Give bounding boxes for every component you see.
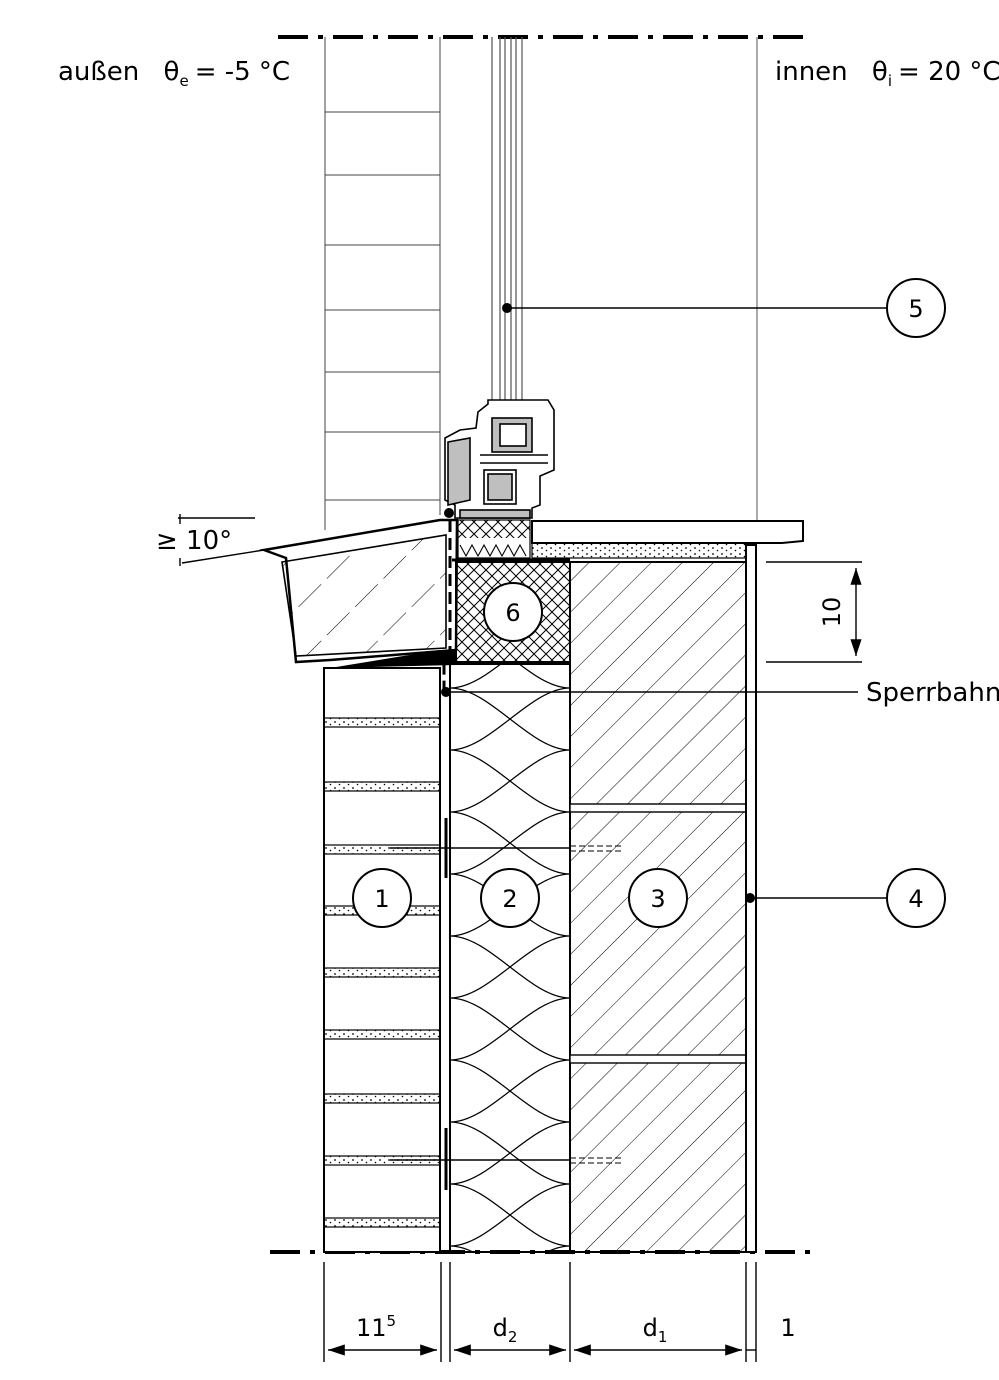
outside-symbol: θ [164, 57, 180, 87]
upper-brick-facade [324, 37, 441, 530]
height-dimension [766, 561, 862, 663]
callout-4: 4 [886, 868, 946, 928]
leader-lines [446, 307, 886, 899]
barrier-membrane [442, 520, 570, 690]
core-insulation [449, 663, 571, 1253]
callout-1: 1 [352, 868, 412, 928]
callout-5-label: 5 [908, 295, 923, 323]
angle-marker [178, 514, 265, 566]
interior-window-board [531, 520, 804, 544]
wall-ties [390, 818, 622, 1190]
dim-masonry-symbol: d [643, 1314, 658, 1342]
dim-plaster: 1 [780, 1314, 795, 1342]
dim-brick: 115 [356, 1312, 396, 1342]
sperrbahn-label: Sperrbahn [866, 678, 999, 708]
leader-dot-5 [502, 303, 512, 313]
callout-3-label: 3 [650, 885, 665, 913]
leader-dot-4 [745, 893, 755, 903]
dim-masonry: d1 [643, 1314, 668, 1346]
callout-1-label: 1 [374, 885, 389, 913]
callout-2: 2 [480, 868, 540, 928]
outside-word: außen [58, 57, 139, 87]
inside-subscript: i [888, 72, 892, 90]
callout-2-label: 2 [502, 885, 517, 913]
dim-insulation: d2 [493, 1314, 518, 1346]
dim-brick-value: 11 [356, 1314, 387, 1342]
glazing [491, 37, 523, 400]
height-dimension-label: 10 [818, 597, 846, 628]
window-frame [444, 399, 555, 519]
callout-4-label: 4 [908, 885, 923, 913]
outside-label: außen θe = -5 °C [58, 57, 290, 90]
sill-insulation-block [455, 561, 571, 663]
inside-label: innen θi = 20 °C [775, 57, 999, 90]
bottom-dimension-chain [323, 1262, 757, 1362]
dim-brick-sup: 5 [387, 1312, 397, 1330]
angle-label: ≥ 10° [156, 526, 232, 556]
sill-bedding [531, 542, 751, 559]
exterior-sill [259, 508, 459, 668]
inside-symbol: θ [872, 57, 888, 87]
inside-temp: = 20 °C [898, 57, 999, 87]
callout-6-label: 6 [505, 599, 520, 627]
callout-5: 5 [886, 278, 946, 338]
outside-temp: = -5 °C [195, 57, 290, 87]
callout-3: 3 [628, 868, 688, 928]
dim-masonry-sub: 1 [658, 1328, 668, 1346]
inside-word: innen [775, 57, 848, 87]
brick-leaf [323, 667, 441, 1253]
dim-insulation-symbol: d [493, 1314, 508, 1342]
frame-seal [457, 519, 531, 559]
callout-6: 6 [483, 582, 543, 642]
dim-insulation-sub: 2 [508, 1328, 518, 1346]
leader-dot-sperrbahn [441, 687, 451, 697]
outside-subscript: e [179, 72, 188, 90]
